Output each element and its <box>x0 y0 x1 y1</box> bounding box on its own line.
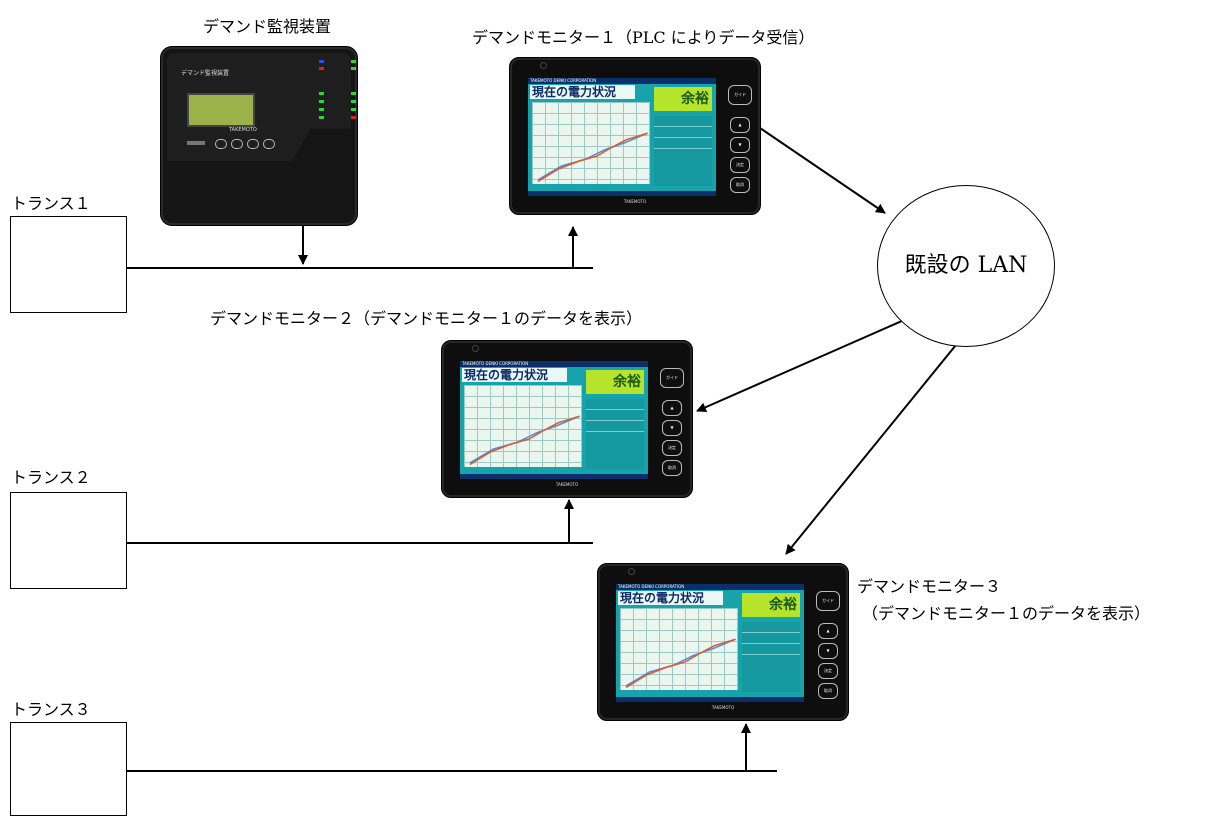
down-button[interactable]: ▼ <box>730 137 750 153</box>
indicator-led <box>351 116 356 119</box>
monitor-brand: TAKEMOTO <box>555 482 579 487</box>
arrow-lan-to-monitor-3 <box>785 339 961 555</box>
cancel-button[interactable]: 取消 <box>662 460 682 476</box>
monitor-screen: TAKEMOTO DENKI CORPORATION 現在の電力状況 余裕 <box>460 361 648 479</box>
guide-button[interactable]: ガイド <box>816 591 840 611</box>
cancel-button[interactable]: 取消 <box>818 683 838 699</box>
transformer-2-box <box>10 492 127 589</box>
up-button[interactable]: ▲ <box>818 623 838 639</box>
screen-title: 現在の電力状況 <box>618 591 723 605</box>
status-badge: 余裕 <box>654 87 712 111</box>
unit-key-menu[interactable] <box>247 139 259 149</box>
demand-monitor-2: TAKEMOTO DENKI CORPORATION 現在の電力状況 余裕 TA… <box>441 340 693 498</box>
screen-footer <box>616 697 804 702</box>
monitor-2-caption: デマンドモニター２（デマンドモニター１のデータを表示） <box>210 309 643 328</box>
camera-dot <box>628 568 635 575</box>
up-button[interactable]: ▲ <box>662 400 682 416</box>
indicator-led <box>319 60 324 63</box>
power-values <box>586 399 644 469</box>
monitor-screen: TAKEMOTO DENKI CORPORATION 現在の電力状況 余裕 <box>616 584 804 702</box>
unit-key-enter[interactable] <box>263 139 275 149</box>
transformer-3-box <box>10 722 127 816</box>
monitor-1-caption: デマンドモニター１（PLC によりデータ受信） <box>472 28 815 47</box>
arrow-lan-to-monitor-2 <box>696 312 921 412</box>
enter-button[interactable]: 決定 <box>662 440 682 456</box>
transformer-3-label: トランス３ <box>11 700 91 719</box>
demand-curves <box>625 638 736 689</box>
monitor-brand: TAKEMOTO <box>623 199 647 204</box>
indicator-led <box>351 60 356 63</box>
plan-curve <box>625 638 736 687</box>
transformer-2-label: トランス２ <box>11 468 91 487</box>
lan-ellipse: 既設の LAN <box>877 185 1055 347</box>
screen-header: TAKEMOTO DENKI CORPORATION <box>616 584 804 590</box>
enter-button[interactable]: 決定 <box>818 663 838 679</box>
monitor-screen: TAKEMOTO DENKI CORPORATION 現在の電力状況 余裕 <box>528 78 716 196</box>
monitor-3-caption-line2: （デマンドモニター１のデータを表示） <box>862 604 1151 623</box>
unit-key-left[interactable] <box>215 139 227 149</box>
demand-supervisory-unit: デマンド監視装置 TAKEMOTO <box>160 46 358 226</box>
demand-monitor-1: TAKEMOTO DENKI CORPORATION 現在の電力状況 余裕 TA… <box>509 57 761 215</box>
actual-curve <box>625 638 736 689</box>
demand-graph <box>532 102 650 184</box>
indicator-led <box>351 92 356 95</box>
guide-button[interactable]: ガイド <box>728 85 752 105</box>
indicator-led <box>351 108 356 111</box>
status-badge: 余裕 <box>586 370 644 394</box>
unit-brand: TAKEMOTO <box>229 127 257 133</box>
transformer-1-box <box>10 216 127 313</box>
transformer-1-label: トランス１ <box>11 194 91 213</box>
unit-lcd-display <box>187 93 255 127</box>
screen-footer <box>528 191 716 196</box>
demand-graph <box>464 385 582 467</box>
down-button[interactable]: ▼ <box>662 420 682 436</box>
enter-button[interactable]: 決定 <box>730 157 750 173</box>
screen-title: 現在の電力状況 <box>530 85 635 99</box>
monitor-brand: TAKEMOTO <box>711 705 735 710</box>
indicator-led <box>319 92 324 95</box>
demand-curves <box>537 132 648 183</box>
indicator-led <box>319 116 324 119</box>
unit-port <box>187 141 205 145</box>
power-values <box>654 116 712 186</box>
arrow-monitor-1-to-lan <box>759 127 886 214</box>
power-values <box>742 622 800 692</box>
indicator-led <box>319 67 324 70</box>
demand-graph <box>620 608 738 690</box>
down-button[interactable]: ▼ <box>818 643 838 659</box>
demand-curves <box>469 415 580 466</box>
unit-panel-title: デマンド監視装置 <box>181 70 230 77</box>
screen-footer <box>460 474 648 479</box>
screen-header: TAKEMOTO DENKI CORPORATION <box>528 78 716 84</box>
monitor-3-caption-line1: デマンドモニター３ <box>857 577 1002 596</box>
indicator-led <box>351 100 356 103</box>
lan-label: 既設の LAN <box>904 253 1028 278</box>
plan-curve <box>537 132 648 181</box>
unit-key-right[interactable] <box>231 139 243 149</box>
indicator-led <box>319 100 324 103</box>
demand-monitor-3: TAKEMOTO DENKI CORPORATION 現在の電力状況 余裕 TA… <box>597 563 849 721</box>
indicator-led <box>351 67 356 70</box>
screen-title: 現在の電力状況 <box>462 368 567 382</box>
camera-dot <box>472 345 479 352</box>
supervisory-unit-title: デマンド監視装置 <box>203 17 332 36</box>
cancel-button[interactable]: 取消 <box>730 177 750 193</box>
indicator-led <box>319 108 324 111</box>
actual-curve <box>469 415 580 466</box>
guide-button[interactable]: ガイド <box>660 368 684 388</box>
screen-header: TAKEMOTO DENKI CORPORATION <box>460 361 648 367</box>
status-badge: 余裕 <box>742 593 800 617</box>
camera-dot <box>540 62 547 69</box>
up-button[interactable]: ▲ <box>730 117 750 133</box>
plan-curve <box>469 415 580 464</box>
actual-curve <box>537 132 648 183</box>
